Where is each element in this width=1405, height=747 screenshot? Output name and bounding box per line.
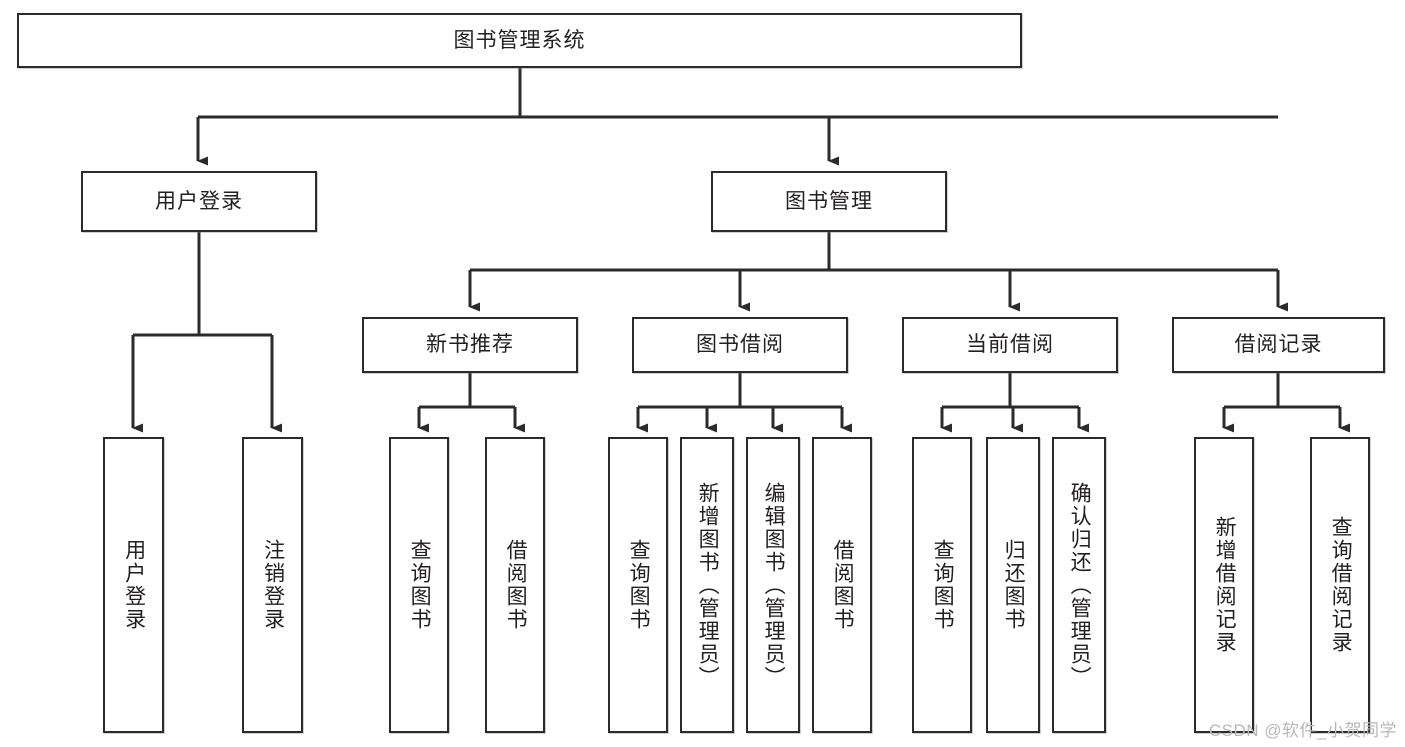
leaf-query-book-current[interactable]: 查询图书 [912, 437, 972, 733]
leaf-query-book-current-label: 查询图书 [931, 539, 955, 631]
node-borrow-record[interactable]: 借阅记录 [1172, 317, 1385, 373]
leaf-borrow-book[interactable]: 借阅图书 [812, 437, 872, 733]
node-user-login[interactable]: 用户登录 [81, 171, 317, 232]
node-book-borrow-label: 图书借阅 [696, 333, 784, 357]
node-new-book-recommend-label: 新书推荐 [426, 333, 514, 357]
edge-current-to-leaves [940, 373, 1089, 433]
node-borrow-record-label: 借阅记录 [1234, 333, 1323, 357]
node-book-management[interactable]: 图书管理 [711, 171, 947, 232]
node-user-login-label: 用户登录 [155, 189, 243, 213]
leaf-query-book-newbooks[interactable]: 查询图书 [389, 437, 449, 733]
leaf-edit-book-admin-label: 编辑图书（管理员） [762, 481, 786, 689]
edge-records-to-leaves [1222, 373, 1350, 433]
leaf-return-book[interactable]: 归还图书 [986, 437, 1040, 733]
node-root-label: 图书管理系统 [453, 28, 586, 52]
leaf-add-book-admin-label: 新增图书（管理员） [696, 481, 720, 689]
leaf-add-book-admin[interactable]: 新增图书（管理员） [680, 437, 734, 733]
leaf-confirm-return-admin[interactable]: 确认归还（管理员） [1052, 437, 1106, 733]
node-new-book-recommend[interactable]: 新书推荐 [362, 317, 578, 373]
edge-borrow-to-leaves [636, 373, 852, 433]
edge-level1-books-to-level2 [468, 232, 1288, 312]
node-book-borrow[interactable]: 图书借阅 [632, 317, 848, 373]
node-root[interactable]: 图书管理系统 [17, 13, 1022, 68]
leaf-borrow-book-label: 借阅图书 [831, 539, 855, 631]
edge-root-to-level1 [196, 68, 1278, 166]
leaf-add-borrow-record-label: 新增借阅记录 [1213, 516, 1237, 654]
leaf-query-book-borrow[interactable]: 查询图书 [608, 437, 668, 733]
node-current-borrow-label: 当前借阅 [966, 333, 1054, 357]
leaf-add-borrow-record[interactable]: 新增借阅记录 [1194, 437, 1254, 733]
leaf-user-logout[interactable]: 注销登录 [242, 437, 303, 733]
node-book-management-label: 图书管理 [785, 189, 873, 213]
leaf-borrow-book-newbooks-label: 借阅图书 [504, 539, 528, 631]
leaf-query-borrow-record[interactable]: 查询借阅记录 [1310, 437, 1370, 733]
node-current-borrow[interactable]: 当前借阅 [902, 317, 1118, 373]
leaf-query-book-newbooks-label: 查询图书 [408, 539, 432, 631]
leaf-edit-book-admin[interactable]: 编辑图书（管理员） [746, 437, 800, 733]
edge-newbooks-to-leaves [417, 373, 525, 433]
leaf-borrow-book-newbooks[interactable]: 借阅图书 [485, 437, 545, 733]
leaf-user-login-label: 用户登录 [122, 539, 146, 631]
leaf-return-book-label: 归还图书 [1002, 539, 1026, 631]
leaf-user-logout-label: 注销登录 [261, 539, 285, 631]
leaf-query-borrow-record-label: 查询借阅记录 [1329, 516, 1353, 654]
leaf-confirm-return-admin-label: 确认归还（管理员） [1068, 481, 1092, 689]
leaf-user-login[interactable]: 用户登录 [103, 437, 164, 733]
leaf-query-book-borrow-label: 查询图书 [627, 539, 651, 631]
edge-login-to-leaves [131, 232, 282, 433]
